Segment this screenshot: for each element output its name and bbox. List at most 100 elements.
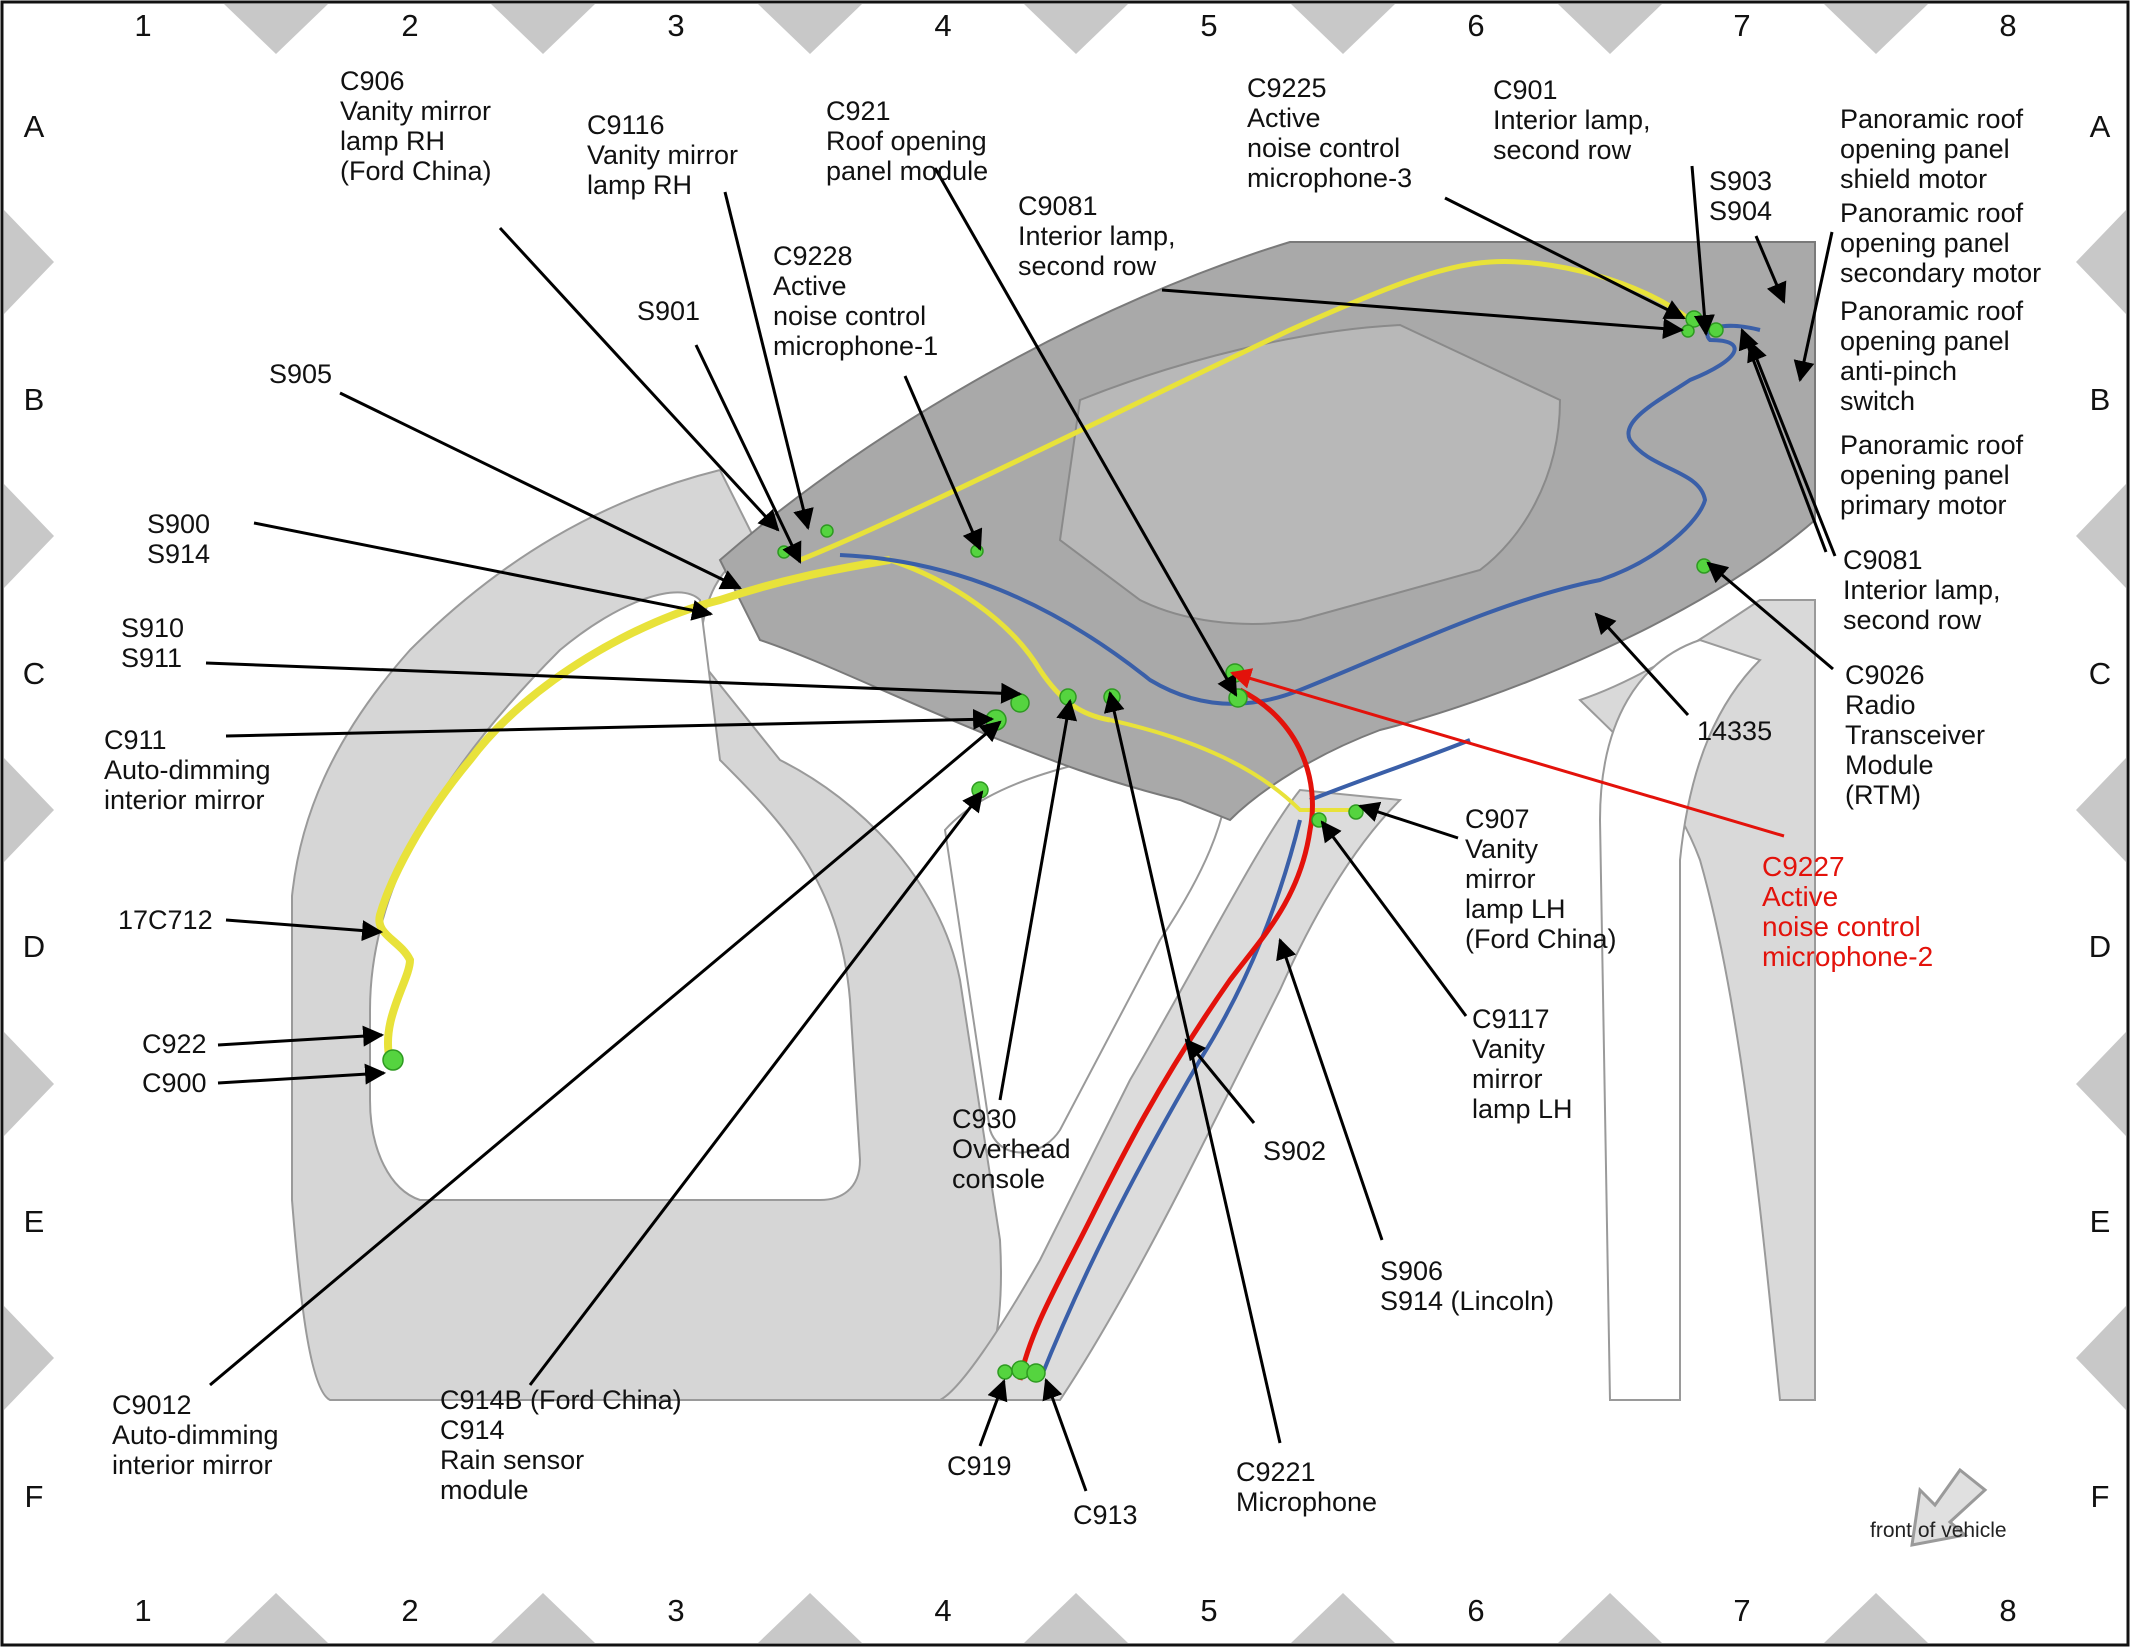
label-line: Roof opening (826, 126, 987, 156)
label-line: 14335 (1697, 716, 1772, 746)
label-line: anti-pinch (1840, 356, 1957, 386)
frame-mark-top-6 (1558, 4, 1662, 54)
label-line: (Ford China) (340, 156, 492, 186)
leader-line-17c712 (225, 918, 384, 942)
grid-column-label-1-bottom: 1 (134, 1593, 151, 1628)
grid-row-label-C-left: C (23, 656, 45, 691)
label-line: C9012 (112, 1390, 192, 1420)
label-line: Interior lamp, (1018, 221, 1176, 251)
grid-column-label-6-top: 6 (1467, 8, 1484, 43)
leader-line-c9012 (209, 720, 1002, 1387)
connector-dot (997, 1364, 1013, 1380)
leader-line-c9081-top (1161, 288, 1685, 340)
label-line: C9116 (587, 110, 665, 140)
leader-line-s903 (1754, 235, 1787, 304)
label-line: Panoramic roof (1840, 104, 2024, 134)
label-line: C901 (1493, 75, 1558, 105)
label-line: microphone-1 (773, 331, 938, 361)
label-14335: 14335 (1697, 716, 1772, 746)
label-line: C9225 (1247, 73, 1327, 103)
leader-line-c9221 (1103, 690, 1282, 1444)
label-line: microphone-3 (1247, 163, 1412, 193)
label-line: noise control (1247, 133, 1400, 163)
frame-mark-bottom-1 (224, 1593, 328, 1643)
label-line: lamp RH (340, 126, 445, 156)
frame-mark-bottom-2 (491, 1593, 595, 1643)
grid-column-label-6-bottom: 6 (1467, 1593, 1484, 1628)
connector-dot (777, 545, 791, 559)
label-line: console (952, 1164, 1045, 1194)
label-line: S901 (637, 296, 700, 326)
leader-line-c9227 (1229, 668, 1785, 838)
connector-dot (1708, 322, 1724, 338)
leader-line-s902 (1184, 1038, 1256, 1124)
label-line: Auto-dimming (112, 1420, 279, 1450)
grid-row-label-A-right: A (2090, 109, 2111, 144)
leader-line-c9117 (1320, 820, 1468, 1017)
label-line: second row (1493, 135, 1632, 165)
label-line: second row (1018, 251, 1157, 281)
label-line: opening panel (1840, 460, 2010, 490)
label-line: Active (1762, 881, 1838, 912)
frame-mark-bottom-4 (1024, 1593, 1128, 1643)
label-line: C913 (1073, 1500, 1138, 1530)
label-s905: S905 (269, 359, 332, 389)
yellow-harness-lh (1109, 718, 1360, 812)
leader-line-pan-shield (1793, 231, 1834, 383)
label-s902: S902 (1263, 1136, 1326, 1166)
label-s901: S901 (637, 296, 700, 326)
front-arrow-icon (1910, 1467, 1988, 1547)
frame-mark-right-5 (2076, 1306, 2126, 1410)
label-line: mirror (1472, 1064, 1542, 1094)
leader-line-c906 (498, 226, 780, 532)
label-line: C914 (440, 1415, 505, 1445)
connector-dot (1059, 688, 1077, 706)
leader-line-c901 (1690, 165, 1715, 337)
label-line: C9081 (1018, 191, 1098, 221)
blue-harness-roof (839, 323, 1761, 706)
label-line: primary motor (1840, 490, 2007, 520)
grid-column-label-7-top: 7 (1733, 8, 1750, 43)
label-line: Active (1247, 103, 1321, 133)
leader-line-c9225 (1444, 196, 1686, 320)
label-line: Vanity (1465, 834, 1539, 864)
frame-mark-top-5 (1291, 4, 1395, 54)
leader-line-c930 (998, 698, 1078, 1101)
label-line: lamp RH (587, 170, 692, 200)
grid-row-label-E-right: E (2090, 1204, 2111, 1239)
connector-dot (1696, 558, 1712, 574)
label-line: C914B (Ford China) (440, 1385, 682, 1415)
frame-mark-right-4 (2076, 1032, 2126, 1136)
label-c922: C922 (142, 1029, 207, 1059)
label-line: C919 (947, 1451, 1012, 1481)
label-line: noise control (773, 301, 926, 331)
label-line: interior mirror (104, 785, 265, 815)
grid-row-label-F-left: F (25, 1479, 44, 1514)
label-line: C930 (952, 1104, 1017, 1134)
label-line: (RTM) (1845, 780, 1921, 810)
label-line: Panoramic roof (1840, 296, 2024, 326)
label-c919: C919 (947, 1451, 1012, 1481)
label-line: C9228 (773, 241, 853, 271)
front-of-vehicle-indicator: front of vehicle (1870, 1467, 2007, 1547)
red-harness-pillar (1017, 687, 1315, 1381)
rear-window-cutout (943, 738, 1232, 1154)
grid-column-label-7-bottom: 7 (1733, 1593, 1750, 1628)
leader-line-c921 (933, 167, 1238, 697)
label-c913: C913 (1073, 1500, 1138, 1530)
label-line: C911 (104, 725, 167, 755)
label-line: C9227 (1762, 851, 1845, 882)
label-line: S905 (269, 359, 332, 389)
frame-mark-right-2 (2076, 484, 2126, 588)
label-line: S903 (1709, 166, 1772, 196)
leader-line-c9116 (723, 191, 814, 531)
